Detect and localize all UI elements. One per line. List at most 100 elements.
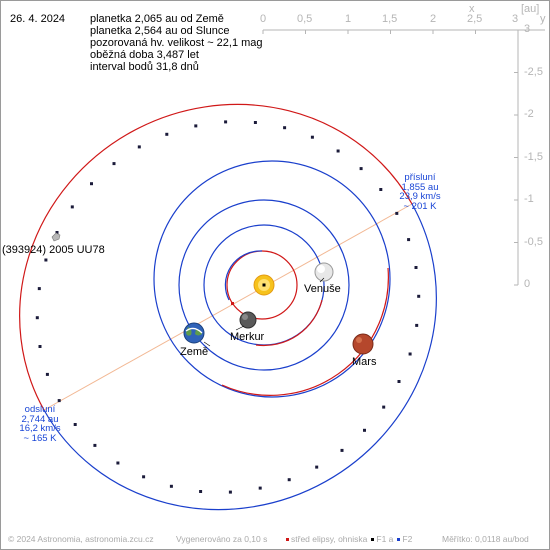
orbit-point [116,461,120,465]
asteroid-orbit-near-half [19,103,413,411]
mars-label: Mars [352,356,377,368]
orbit-point [287,478,291,482]
orbit-point [379,188,383,191]
info-line-earth-distance: planetka 2,065 au od Země [90,13,224,25]
orbit-point [44,258,48,262]
orbit-points [35,120,421,494]
mars-planet-icon [352,333,374,355]
asteroid-marker-icon [51,232,61,242]
earth-label: Země [180,346,209,358]
info-line-magnitude: pozorovaná hv. velikost ~ 22,1 mag [90,37,263,49]
ellipse-center-marker [231,302,234,305]
f2-legend-marker [397,537,401,541]
perihelion-label: přísluní 1,855 au 23,9 km/s ~ 201 K [396,173,444,211]
aphelion-temperature: ~ 165 K [23,432,57,444]
orbit-point [397,380,401,383]
orbit-point [93,443,97,447]
orbit-point [55,231,59,234]
asteroid-label: (393924) 2005 UU78 [2,244,105,256]
legend-center-label: střed elipsy, ohniska [291,534,368,544]
orbit-point [363,428,366,432]
footer-generated: Vygenerováno za 0,10 s [176,534,268,544]
x-tick-label: 1 [345,13,352,25]
y-tick-label: 0 [524,278,531,290]
orbit-point [37,287,41,291]
y-tick-label: -2 [524,108,534,120]
f1-legend-marker [371,537,375,541]
mercury-orbit-highlight [224,250,263,301]
aphelion-distance: 2,744 au [21,413,59,425]
x-tick-label: 3 [512,13,519,25]
orbit-point [417,294,421,298]
legend-f2-label: F2 [402,534,413,544]
orbit-point [283,126,287,130]
mercury-planet-icon [239,311,257,329]
orbit-point [112,162,116,166]
x-tick-label: 2,5 [467,13,483,25]
y-tick-label: -1 [524,193,534,205]
sun-icon [253,274,275,296]
y-tick-label: -0,5 [524,236,543,248]
orbit-point [137,145,141,149]
orbit-point [340,448,344,452]
orbit-point [194,124,198,128]
perihelion-temperature: ~ 201 K [403,200,437,212]
orbit-point [45,372,49,376]
info-line-interval: interval bodů 31,8 dnů [90,61,199,73]
perihelion-distance: 1,855 au [401,181,439,193]
orbit-point [228,490,232,494]
orbit-point [395,211,399,215]
orbit-point [38,345,42,348]
date-label: 26. 4. 2024 [10,13,66,25]
venus-planet-icon [314,262,334,282]
mercury-label: Merkur [230,331,265,343]
info-line-sun-distance: planetka 2,564 au od Slunce [90,25,230,37]
footer-copyright: © 2024 Astronomia, astronomia.zcu.cz [8,534,154,544]
orbit-point [169,484,173,488]
orbit-point [70,205,74,209]
orbit-point [415,323,419,327]
perihelion-speed: 23,9 km/s [399,191,441,202]
orbit-point [253,121,257,124]
orbit-point [315,465,319,469]
mars-orbit-highlight [221,267,389,396]
x-tick-label: 2 [430,13,437,25]
x-tick-label: 0,5 [297,13,313,25]
aphelion-label: odsluní 2,744 au 16,2 km/s ~ 165 K [14,405,66,443]
orbit-point [224,120,228,124]
y-tick-label: -1,5 [524,151,543,163]
orbit-point [407,238,411,242]
aphelion-title: odsluní [24,404,56,415]
orbit-point [199,490,203,493]
apsis-line [43,203,413,411]
x-tick-label: 1,5 [382,13,398,25]
orbit-point [57,399,61,403]
y-axis-name: y [540,13,546,25]
orbit-point [414,266,418,269]
mars-orbit [153,160,391,398]
orbit-point [90,182,93,186]
orbit-point [408,352,412,356]
orbit-point [336,149,340,153]
footer-scale: Měřítko: 0,0118 au/bod [442,534,529,544]
y-tick-label: -2,5 [524,66,543,78]
venus-label: Venuše [304,283,341,295]
x-axis-unit: [au] [521,3,540,15]
venus-orbit-highlight [255,299,323,347]
legend-f1-label: F1 a [376,534,394,544]
orbit-point [73,423,77,426]
x-axis-name: x [469,3,475,15]
y-tick-label: 3 [524,23,531,35]
orbit-point [258,486,262,490]
x-axis [262,29,545,34]
perihelion-title: přísluní [404,172,436,183]
asteroid-orbit-far-half [43,203,437,511]
orbit-point [35,316,39,320]
info-line-period: oběžná doba 3,487 let [90,49,199,61]
aphelion-speed: 16,2 km/s [19,423,61,434]
orbit-point [310,135,314,139]
orbit-point [142,475,146,479]
